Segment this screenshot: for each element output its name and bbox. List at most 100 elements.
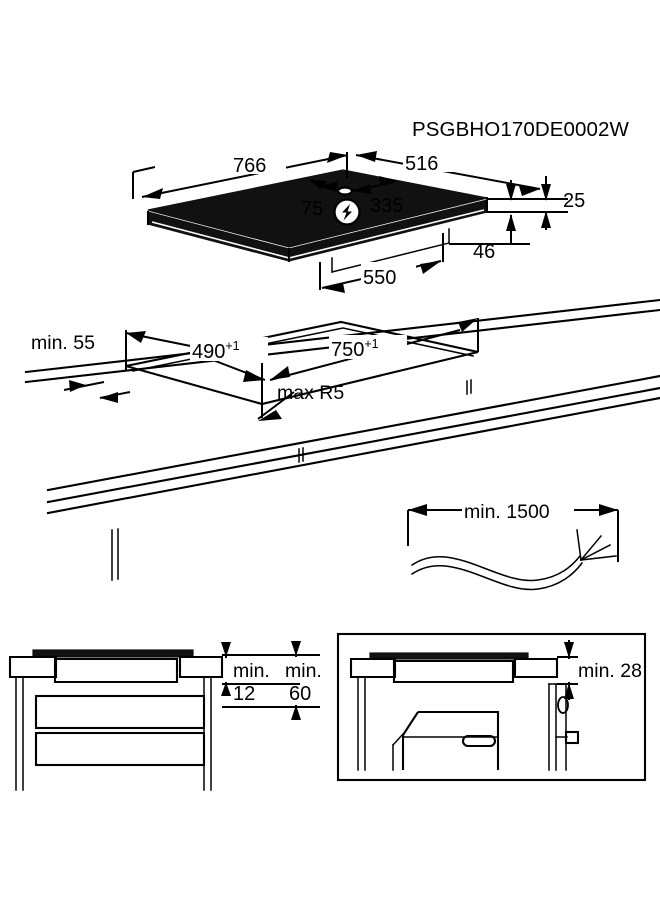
dim-335-arrow-left — [353, 184, 371, 194]
cable-outlet-ellipse — [336, 186, 354, 196]
drawer-lower — [34, 731, 206, 767]
dim-75-label: 75 — [301, 198, 323, 220]
dim-550-arrow-right — [420, 261, 441, 274]
oven-fixing-hole — [557, 696, 569, 714]
dim-75-arrow-left — [310, 180, 327, 189]
dim-55-arrow-downright — [100, 392, 118, 403]
drawer-upper — [34, 694, 206, 730]
dim-750-arrow-right — [458, 318, 478, 332]
dim-min-28-label: min. 28 — [578, 660, 642, 682]
oven-body-top — [418, 710, 500, 770]
dim-r5-leader — [257, 391, 295, 420]
dim-550-arrow-left — [322, 283, 345, 293]
dim-750-arrow-left — [270, 366, 290, 380]
dim-490-text-bg — [190, 337, 268, 361]
lightning-bolt-icon — [342, 204, 352, 221]
dim-766-label: 766 — [233, 155, 266, 177]
dim-55-arrow-upleft — [69, 380, 86, 392]
dim-min-60-prefix: min. — [285, 660, 322, 682]
dim-550-text-bg — [361, 262, 416, 286]
cable-strand-4 — [580, 555, 617, 561]
dim-46-label: 46 — [473, 241, 495, 263]
dim-766-arrow-right — [327, 152, 348, 163]
dim-min-1500-label: min. 1500 — [464, 501, 550, 523]
section-over-drawer-view: min. 12 min. 60 — [8, 641, 322, 791]
hob-body-bottom — [331, 242, 450, 273]
dimension-46: 46 — [449, 214, 530, 263]
dim-28-arrow-up — [564, 683, 574, 699]
dim-550-label: 550 — [363, 267, 396, 289]
oven-view-frame — [336, 632, 647, 782]
dim-516-arrow-left — [356, 151, 377, 162]
oven-handle — [461, 734, 497, 748]
dimension-min-60: min. 60 — [222, 641, 322, 720]
dimension-490: 490+1 — [125, 331, 268, 382]
dim-750-label: 750+1 — [331, 337, 379, 361]
dim-25-aux-arrow — [506, 184, 516, 201]
dim-12-arrow-up — [221, 682, 231, 696]
section-over-oven-view: min. 28 — [336, 632, 647, 782]
cable-outline-upper — [410, 554, 582, 582]
dim-335-arrow-right — [379, 176, 397, 186]
dim-max-r5-label: max R5 — [277, 382, 344, 404]
dimension-25: 25 — [487, 176, 585, 230]
oven-fixing-screw-head — [564, 730, 580, 745]
dimension-min-55: min. 55 — [31, 330, 131, 403]
dim-335-label: 335 — [370, 195, 403, 217]
dim-516-arrow-right — [519, 186, 540, 196]
worktop-front-edge-mid — [46, 386, 660, 504]
worktop-view: min. 55 490+1 750+1 max R5 — [24, 298, 660, 581]
dim-490-label: 490+1 — [192, 339, 240, 363]
dim-25-label: 25 — [563, 190, 585, 212]
drawing-title: PSGBHO170DE0002W — [412, 118, 630, 141]
cable-strand-2 — [579, 534, 603, 562]
cable-outline-lower — [410, 561, 584, 591]
hob-body-outline — [331, 228, 450, 273]
dim-min-12-value: 12 — [233, 683, 255, 705]
oven-hob-body — [392, 659, 515, 684]
cable-strand-3 — [579, 543, 612, 562]
dimension-516: 516 — [346, 148, 541, 196]
oven-body-left-bevel — [401, 711, 419, 770]
hob-glass-top — [146, 169, 488, 263]
dim-46-arrow-up — [506, 214, 516, 231]
dim-1500-arrow-right — [599, 504, 618, 516]
drawer-worktop-right — [178, 655, 224, 679]
dim-766-ext-a — [132, 166, 156, 173]
dim-60-arrow-down — [291, 641, 301, 656]
worktop-front-edge-top — [46, 374, 660, 492]
dim-25-arrow-up — [541, 211, 551, 228]
dim-r5-arrow — [258, 410, 282, 421]
hob-view: 766 516 75 335 — [132, 148, 585, 293]
dim-60-arrow-up — [291, 705, 301, 720]
dim-516-text-bg — [403, 148, 458, 172]
dimension-min-28: min. 28 — [557, 640, 642, 700]
dim-490-arrow-upleft — [126, 331, 146, 343]
dim-516-label: 516 — [405, 153, 438, 175]
electrical-connection-group: 75 335 — [301, 176, 403, 226]
dim-min-60-value: 60 — [289, 683, 311, 705]
drawer-hob-glass — [32, 649, 194, 658]
dim-766-line — [141, 154, 349, 198]
cable-view: min. 1500 — [407, 497, 619, 591]
dim-766-arrow-left — [142, 188, 163, 199]
dimension-766: 766 — [132, 150, 349, 199]
cable-strand-1 — [576, 529, 582, 561]
dim-12-arrow-down — [221, 642, 231, 657]
dim-min-55-label: min. 55 — [31, 332, 95, 354]
dimension-min-12: min. 12 — [221, 642, 300, 705]
dim-75-arrow-right — [321, 181, 338, 191]
dim-min-12-prefix: min. — [233, 660, 270, 682]
drawer-hob-body — [53, 657, 179, 684]
worktop-front-edge-bottom — [46, 396, 660, 515]
oven-hob-glass — [369, 652, 529, 660]
dimension-max-r5: max R5 — [257, 363, 344, 421]
dimension-550: 550 — [319, 233, 444, 293]
dim-1500-text-bg — [462, 497, 574, 523]
oven-body-front-bevel — [391, 732, 405, 747]
oven-worktop-left — [349, 657, 397, 679]
oven-worktop-right — [513, 657, 559, 679]
dim-490-arrow-downright — [243, 370, 265, 382]
